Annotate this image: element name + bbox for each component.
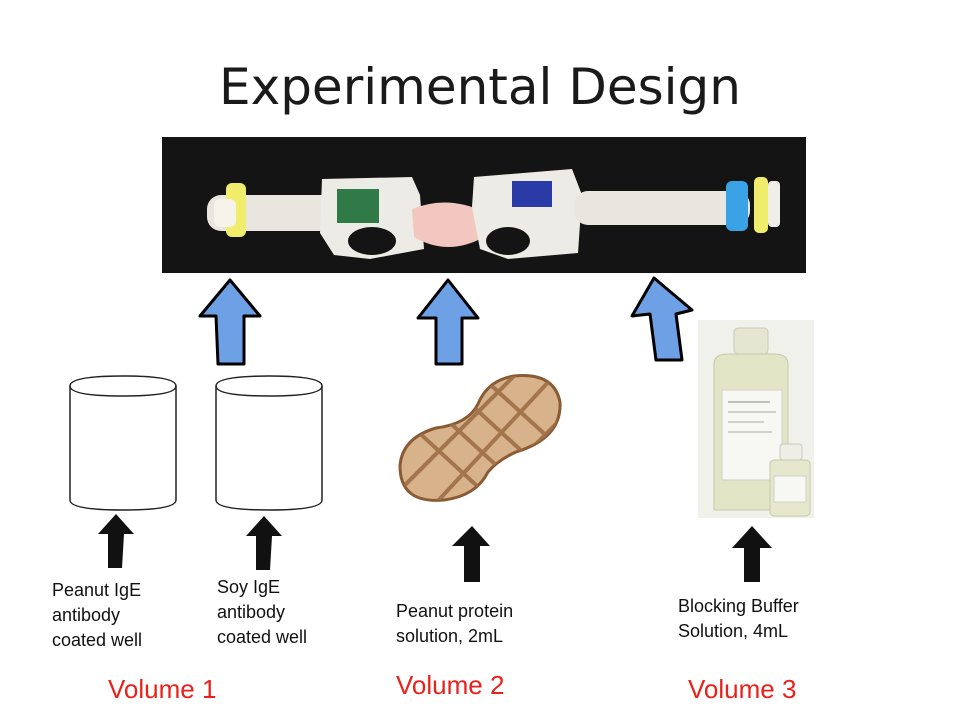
- device-photo: [162, 137, 806, 273]
- slide-title: Experimental Design: [219, 58, 741, 116]
- black-arrow: [244, 514, 284, 572]
- label-line: Soy IgE: [217, 577, 281, 597]
- label-line: Blocking Buffer: [678, 596, 799, 616]
- volume-3-label: Volume 3: [688, 674, 797, 704]
- label-line: antibody: [217, 602, 286, 622]
- label-line: antibody: [52, 605, 121, 625]
- label-peanut-protein: Peanut protein solution, 2mL: [396, 599, 513, 649]
- blue-arrow-left: [196, 276, 268, 368]
- volume-1-label: Volume 1: [108, 674, 217, 704]
- black-arrow: [96, 512, 136, 570]
- well-icon: [66, 372, 180, 514]
- label-peanut-igE-well: Peanut IgE antibody coated well: [52, 578, 142, 653]
- blue-arrow-center: [412, 276, 484, 368]
- label-line: coated well: [52, 630, 143, 650]
- black-arrow: [730, 524, 774, 584]
- label-line: coated well: [217, 627, 308, 647]
- black-arrow: [450, 524, 492, 584]
- label-line: Peanut protein: [396, 601, 514, 621]
- blue-arrow-right: [624, 274, 700, 364]
- label-blocking-buffer: Blocking Buffer Solution, 4mL: [678, 594, 799, 644]
- peanut-icon: [392, 368, 570, 510]
- volume-2-label: Volume 2: [396, 670, 505, 700]
- well-icon: [212, 372, 326, 514]
- label-line: Solution, 4mL: [678, 621, 789, 641]
- label-soy-igE-well: Soy IgE antibody coated well: [217, 575, 307, 650]
- label-line: solution, 2mL: [396, 626, 504, 646]
- buffer-bottles-photo: [698, 320, 814, 518]
- label-line: Peanut IgE: [52, 580, 142, 600]
